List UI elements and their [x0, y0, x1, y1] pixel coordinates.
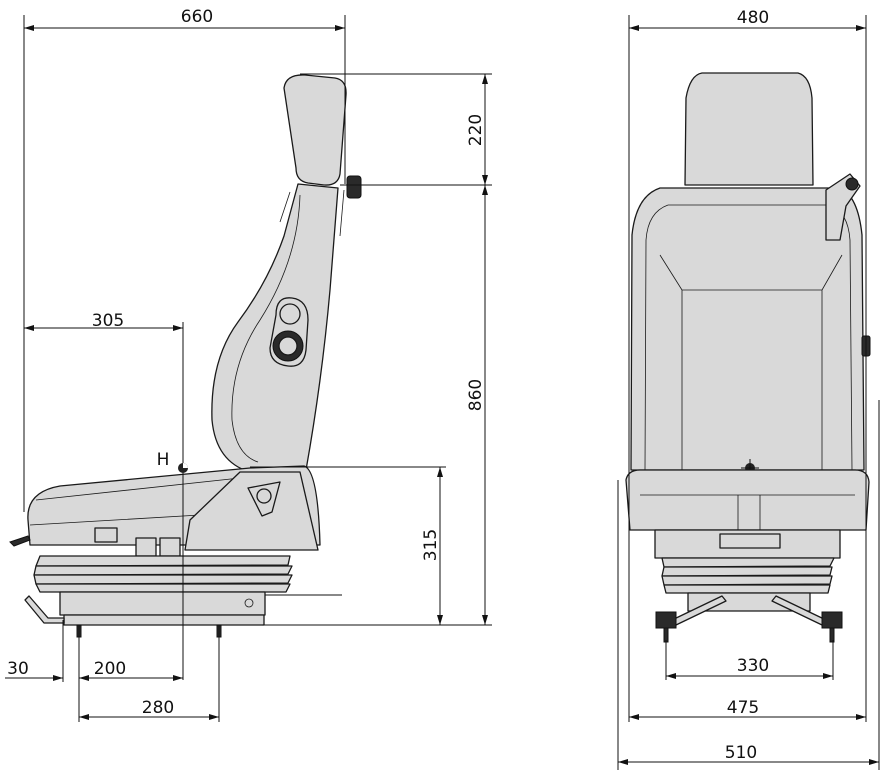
side-bracket — [184, 471, 319, 551]
side-base — [59, 591, 266, 616]
front-view-dimensions: 480 330 475 510 — [617, 8, 880, 770]
side-rail — [63, 614, 265, 626]
dim-mount-spacing: 330 — [737, 656, 769, 676]
side-bellows — [33, 555, 293, 593]
dim-total-height: 860 — [466, 379, 486, 411]
dim-backrest-width: 480 — [737, 8, 769, 28]
front-headrest — [684, 72, 814, 186]
dim-h-point-distance: 305 — [92, 311, 124, 331]
dim-rail-spacing: 280 — [142, 698, 174, 718]
h-point-label: H — [157, 450, 170, 470]
side-view-dimensions: 660 220 860 315 305 H 30 200 280 — [5, 7, 492, 722]
dim-h-point-to-rail: 200 — [94, 659, 126, 679]
side-headrest — [283, 74, 347, 186]
seat-belt-buckle-icon — [825, 173, 861, 241]
front-cushion — [625, 469, 870, 531]
side-view-seat — [9, 74, 362, 638]
dim-front-offset: 30 — [7, 659, 29, 679]
adjust-lever — [24, 595, 65, 624]
dim-overall-width: 510 — [725, 743, 757, 763]
h-point-marker-icon — [178, 463, 188, 473]
recline-knob-icon — [269, 297, 309, 367]
dim-seat-height: 315 — [421, 529, 441, 561]
front-view-seat — [625, 72, 871, 643]
dim-overall-length: 660 — [181, 7, 213, 27]
front-bellows — [661, 557, 835, 594]
dim-seat-width: 475 — [727, 698, 759, 718]
dim-headrest-height: 220 — [466, 114, 486, 146]
